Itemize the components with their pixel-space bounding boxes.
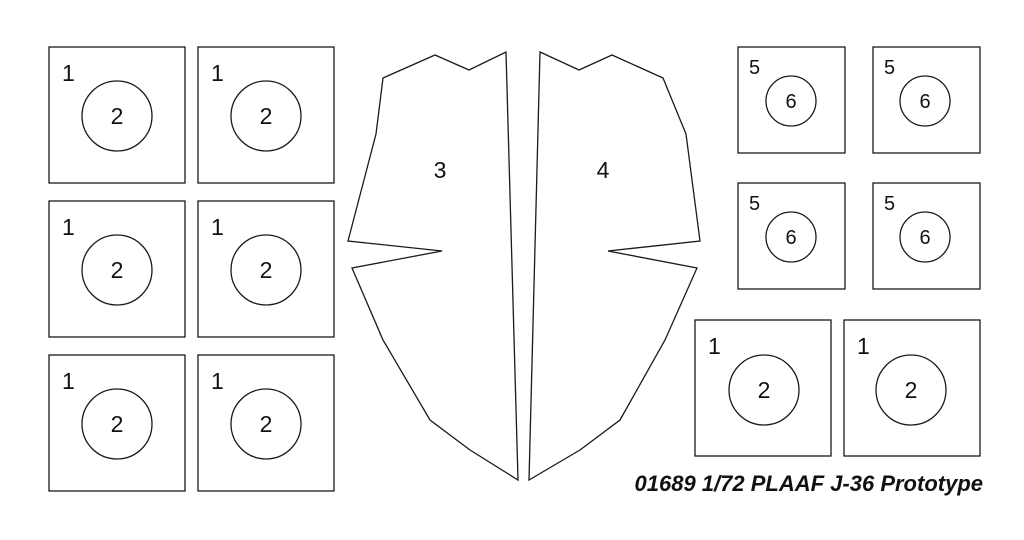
- sheet-title: 01689 1/72 PLAAF J-36 Prototype: [635, 471, 983, 496]
- roundel-circle: [230, 80, 302, 152]
- decal-small-square-4: 5 6: [872, 182, 981, 290]
- roundel-circle: [899, 75, 951, 127]
- part-number-6: 6: [785, 91, 796, 113]
- part-number-5: 5: [884, 193, 895, 215]
- roundel-circle: [81, 234, 153, 306]
- part-number-2: 2: [111, 103, 124, 129]
- decal-square-left-1: 1 2: [48, 46, 186, 184]
- part-number-1: 1: [857, 333, 870, 359]
- part-number-2: 2: [758, 377, 771, 403]
- decal-square-right-2: 1 2: [843, 319, 981, 457]
- roundel-circle: [765, 211, 817, 263]
- decal-square-left-3: 1 2: [48, 200, 186, 338]
- part-number-6: 6: [919, 91, 930, 113]
- roundel-circle: [81, 80, 153, 152]
- part-number-5: 5: [749, 193, 760, 215]
- decal-small-square-3: 5 6: [737, 182, 846, 290]
- part-number-2: 2: [260, 257, 273, 283]
- roundel-circle: [81, 388, 153, 460]
- decal-square-left-2: 1 2: [197, 46, 335, 184]
- decal-square-left-4: 1 2: [197, 200, 335, 338]
- roundel-circle: [875, 354, 947, 426]
- roundel-circle: [765, 75, 817, 127]
- part-number-6: 6: [785, 227, 796, 249]
- part-number-4: 4: [597, 157, 610, 183]
- part-number-6: 6: [919, 227, 930, 249]
- part-number-2: 2: [111, 411, 124, 437]
- decal-small-square-1: 5 6: [737, 46, 846, 154]
- decal-panel-left: 3: [347, 50, 519, 482]
- part-number-2: 2: [111, 257, 124, 283]
- decal-panel-right: 4: [528, 50, 701, 482]
- decal-square-left-5: 1 2: [48, 354, 186, 492]
- part-number-1: 1: [62, 368, 75, 394]
- decal-small-square-2: 5 6: [872, 46, 981, 154]
- roundel-circle: [230, 388, 302, 460]
- part-number-2: 2: [260, 411, 273, 437]
- decal-square-left-6: 1 2: [197, 354, 335, 492]
- part-number-1: 1: [211, 60, 224, 86]
- part-number-1: 1: [211, 214, 224, 240]
- part-number-3: 3: [434, 157, 447, 183]
- part-number-5: 5: [749, 57, 760, 79]
- part-number-1: 1: [62, 60, 75, 86]
- part-number-1: 1: [211, 368, 224, 394]
- roundel-circle: [728, 354, 800, 426]
- part-number-5: 5: [884, 57, 895, 79]
- part-number-1: 1: [708, 333, 721, 359]
- part-number-2: 2: [260, 103, 273, 129]
- part-number-1: 1: [62, 214, 75, 240]
- roundel-circle: [899, 211, 951, 263]
- roundel-circle: [230, 234, 302, 306]
- part-number-2: 2: [905, 377, 918, 403]
- decal-square-right-1: 1 2: [694, 319, 832, 457]
